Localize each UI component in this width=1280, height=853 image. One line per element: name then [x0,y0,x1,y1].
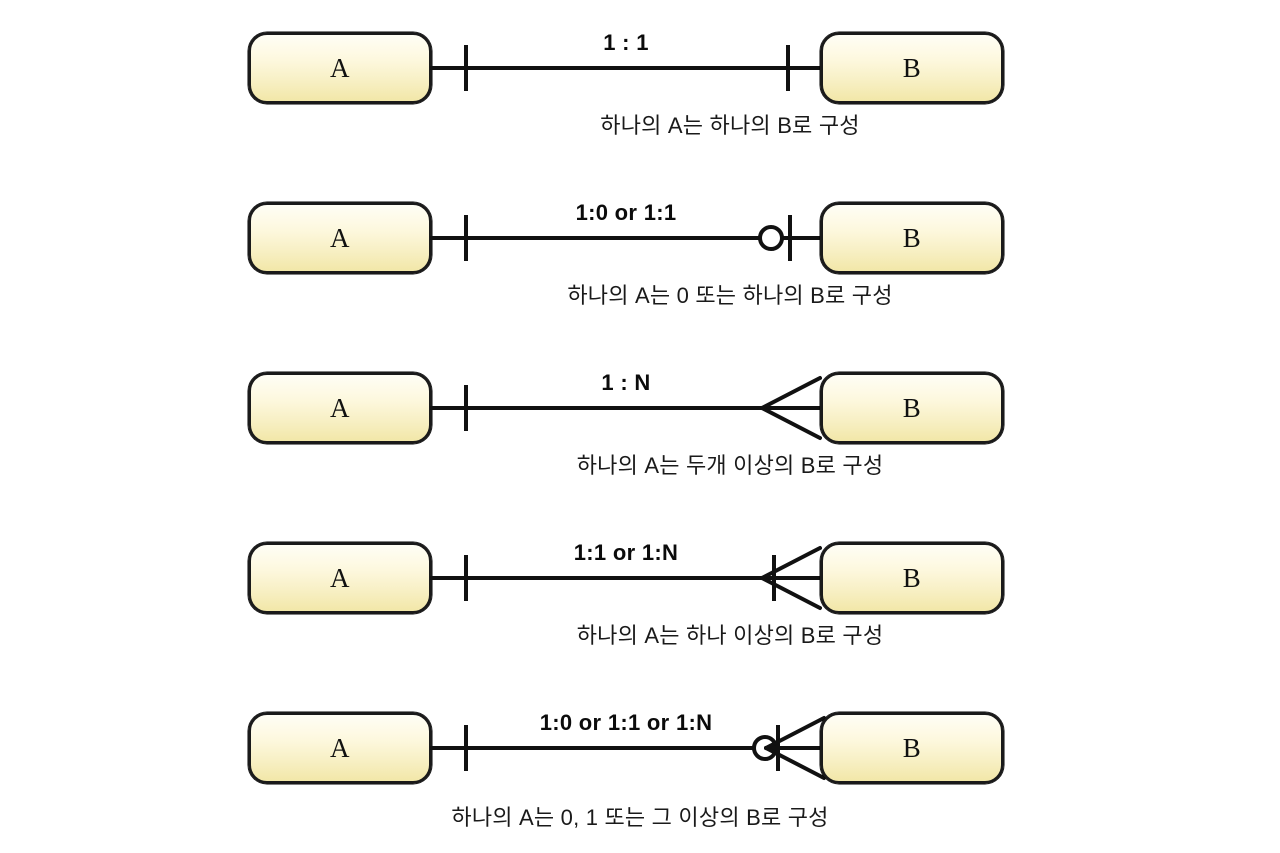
cardinality-label: 1 : N [601,370,651,395]
crowfoot-many-icon [760,544,822,612]
row-caption: 하나의 A는 하나 이상의 B로 구성 [576,623,884,648]
one-tick-icon-left [464,555,468,601]
entity-label-b: B [902,392,922,423]
cardinality-label: 1:0 or 1:1 or 1:N [539,710,713,735]
one-tick-icon-left [464,725,468,771]
row-caption: 하나의 A는 0, 1 또는 그 이상의 B로 구성 [451,805,829,830]
entity-label-a: A [330,52,350,83]
relationship-line [430,406,822,410]
entity-box-a[interactable]: A [248,542,432,614]
entity-label-a: A [330,392,350,423]
one-tick-icon-right [786,45,790,91]
cardinality-row-zero-or-one: A 1:0 or 1:1 B 하나의 A는 0 또는 하나의 B로 구성 [0,170,1280,340]
one-tick-icon-right [788,215,792,261]
crowfoot-many-icon [764,714,826,782]
one-tick-icon-left [464,385,468,431]
entity-box-a[interactable]: A [248,712,432,784]
relationship-line [430,236,822,240]
entity-box-b[interactable]: B [820,202,1004,274]
cardinality-row-zero-one-or-many: A 1:0 or 1:1 or 1:N B 하나의 A는 0, 1 또는 그 이… [0,680,1280,850]
entity-label-b: B [902,222,922,253]
cardinality-row-one-to-many: A 1 : N B 하나의 A는 두개 이상의 B로 구성 [0,340,1280,510]
cardinality-label: 1:1 or 1:N [573,540,679,565]
entity-label-b: B [902,562,922,593]
cardinality-label: 1 : 1 [603,30,649,55]
entity-box-b[interactable]: B [820,372,1004,444]
row-caption: 하나의 A는 두개 이상의 B로 구성 [576,453,884,478]
zero-circle-icon [758,225,784,251]
cardinality-label: 1:0 or 1:1 [575,200,677,225]
entity-box-a[interactable]: A [248,32,432,104]
entity-box-a[interactable]: A [248,372,432,444]
entity-box-b[interactable]: B [820,32,1004,104]
entity-label-a: A [330,562,350,593]
entity-label-a: A [330,222,350,253]
entity-label-b: B [902,732,922,763]
entity-box-a[interactable]: A [248,202,432,274]
entity-label-a: A [330,732,350,763]
entity-box-b[interactable]: B [820,542,1004,614]
relationship-line [430,66,822,70]
relationship-line [430,746,822,750]
entity-label-b: B [902,52,922,83]
cardinality-row-one-or-many: A 1:1 or 1:N B 하나의 A는 하나 이상의 B로 구성 [0,510,1280,680]
crowfoot-many-icon [760,374,822,442]
cardinality-row-one-to-one: A 1 : 1 B 하나의 A는 하나의 B로 구성 [0,0,1280,170]
row-caption: 하나의 A는 0 또는 하나의 B로 구성 [567,283,893,308]
one-tick-icon-left [464,45,468,91]
row-caption: 하나의 A는 하나의 B로 구성 [600,113,860,138]
entity-box-b[interactable]: B [820,712,1004,784]
one-tick-icon-left [464,215,468,261]
relationship-line [430,576,822,580]
